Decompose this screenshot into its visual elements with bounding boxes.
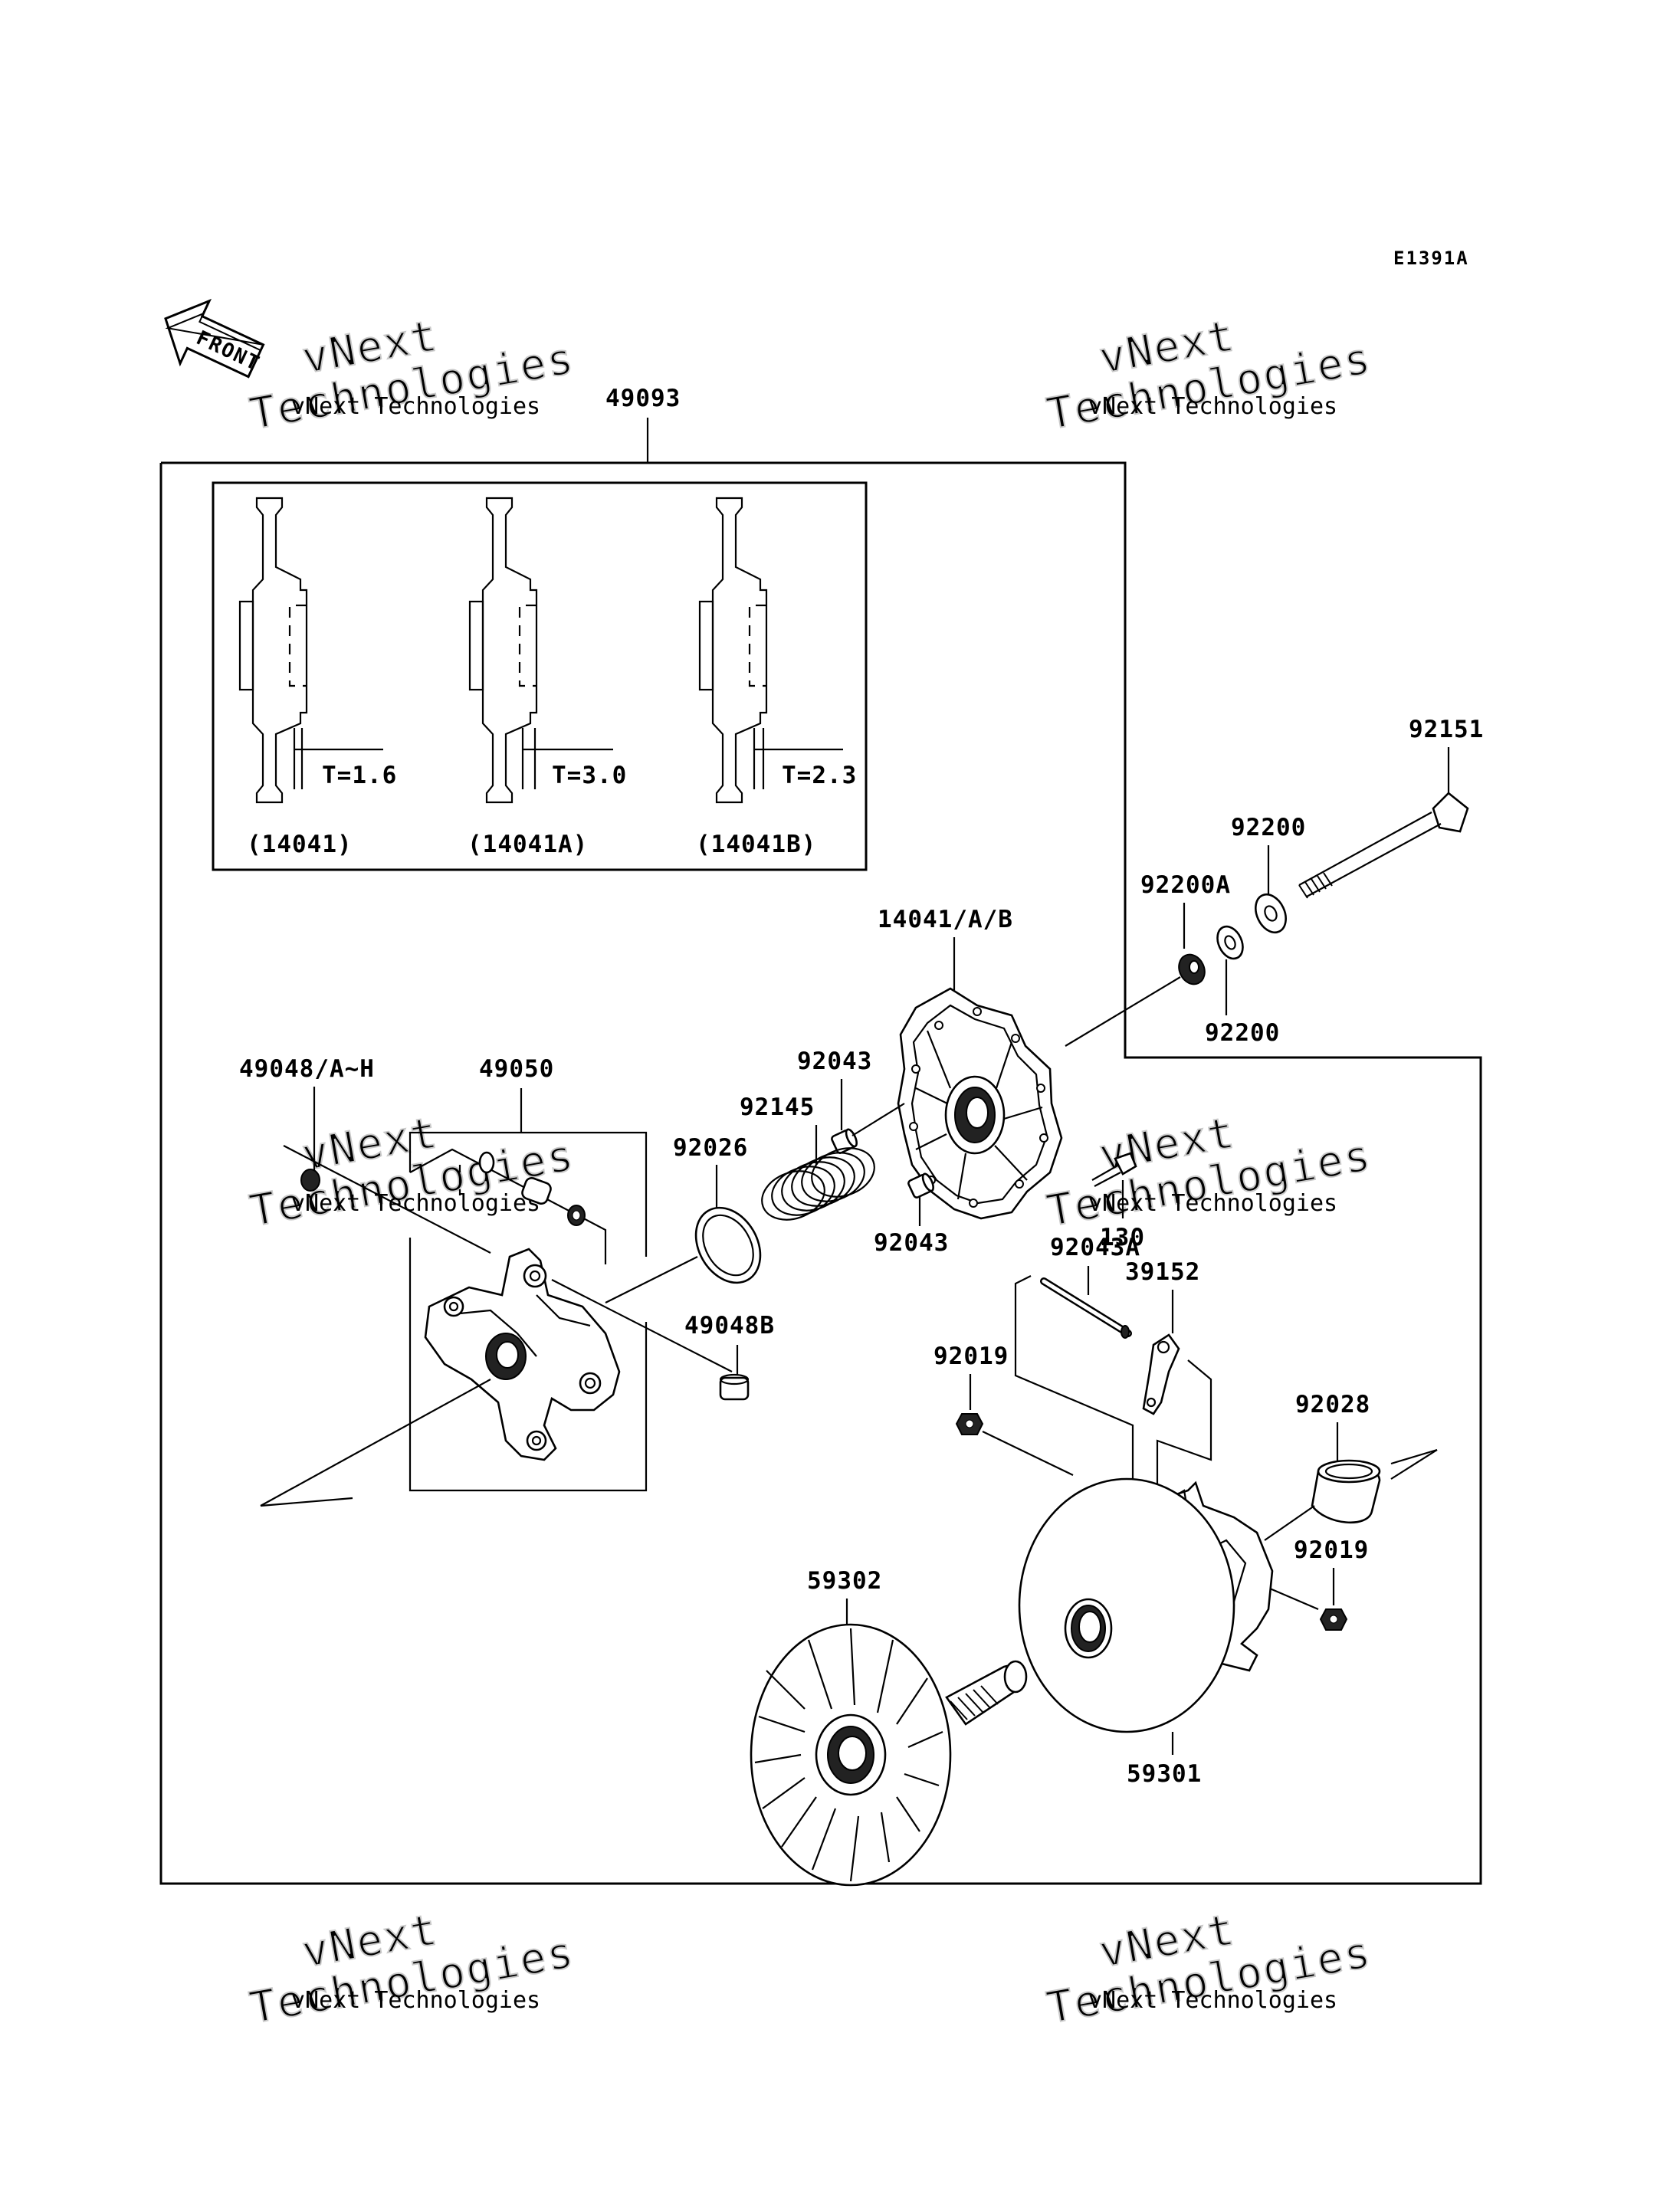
- watermark-bottom-left: vNext Technologies vNext Technologies: [245, 1904, 579, 2035]
- spring-92145: [761, 1147, 875, 1221]
- label-59301: 59301: [1127, 1760, 1202, 1788]
- label-39152: 39152: [1125, 1258, 1200, 1286]
- label-92043A: 92043A: [1050, 1234, 1140, 1261]
- svg-text:vNext Technologies: vNext Technologies: [291, 393, 540, 420]
- label-49048B: 49048B: [684, 1312, 775, 1340]
- label-92200-bottom: 92200: [1205, 1019, 1280, 1047]
- label-92200A: 92200A: [1140, 871, 1231, 899]
- svg-text:vNext Technologies: vNext Technologies: [1088, 1190, 1337, 1217]
- label-49050: 49050: [479, 1055, 554, 1083]
- watermark-top-right: vNext Technologies vNext Technologies: [1042, 310, 1376, 441]
- assembly-frame: [159, 461, 1482, 1885]
- label-92019-left: 92019: [934, 1343, 1009, 1370]
- arm-39152: [1142, 1333, 1180, 1415]
- label-92019-right: 92019: [1294, 1536, 1369, 1564]
- variant-14041: T=1.6 (14041): [238, 497, 397, 858]
- label-92026: 92026: [673, 1134, 748, 1162]
- variant-14041A: T=3.0 (14041A): [468, 497, 627, 858]
- label-49048AH: 49048/A~H: [239, 1055, 375, 1083]
- label-49093: 49093: [605, 385, 681, 412]
- watermark-bottom-right: vNext Technologies vNext Technologies: [1042, 1904, 1376, 2035]
- diagram-code: E1391A: [1393, 248, 1469, 269]
- label-92028: 92028: [1295, 1391, 1370, 1418]
- weight-49048: [300, 1169, 320, 1192]
- bushing-92028: [1311, 1459, 1381, 1524]
- svg-text:vNext Technologies: vNext Technologies: [291, 1987, 540, 2014]
- label-92043-top: 92043: [797, 1048, 872, 1075]
- label-92043-bottom: 92043: [874, 1229, 949, 1257]
- label-92200-top: 92200: [1231, 814, 1306, 841]
- pin-92043A: [1040, 1277, 1132, 1339]
- part-14041: (14041): [247, 831, 353, 858]
- fixed-sheave-59302: [750, 1623, 1028, 1887]
- svg-text:vNext Technologies: vNext Technologies: [291, 1190, 540, 1217]
- washer-92200-bottom: [1216, 925, 1244, 960]
- svg-text:vNext Technologies: vNext Technologies: [1088, 393, 1337, 420]
- weight-49048B: [719, 1373, 750, 1401]
- variant-14041B: T=2.3 (14041B): [696, 497, 857, 858]
- thickness-14041A: T=3.0: [552, 762, 627, 789]
- part-14041B: (14041B): [696, 831, 816, 858]
- front-arrow-icon: FRONT: [164, 298, 265, 379]
- part-14041A: (14041A): [468, 831, 588, 858]
- washer-92200-top: [1255, 893, 1287, 934]
- watermark-top-left: vNext Technologies vNext Technologies: [245, 310, 579, 441]
- svg-text:vNext Technologies: vNext Technologies: [1088, 1987, 1337, 2014]
- roller-92043-bottom: [907, 1172, 934, 1199]
- movable-sheave-59301: [1018, 1477, 1274, 1733]
- ring-92026: [694, 1206, 762, 1284]
- label-92145: 92145: [740, 1094, 815, 1121]
- cover-14041: [897, 987, 1063, 1220]
- pin-49050: [478, 1151, 586, 1226]
- svg-text:92151: 92151: [1409, 716, 1484, 743]
- thickness-14041B: T=2.3: [782, 762, 857, 789]
- svg-text:130: 130: [1100, 1224, 1145, 1251]
- label-59302: 59302: [807, 1567, 882, 1595]
- spider-assembly: [424, 1248, 621, 1461]
- thickness-14041: T=1.6: [322, 762, 397, 789]
- label-14041AB: 14041/A/B: [878, 906, 1013, 933]
- bolt-130: 130: [1091, 1152, 1145, 1251]
- bolt-92151: 92151: [1298, 716, 1484, 899]
- thickness-inset-box: [212, 481, 868, 871]
